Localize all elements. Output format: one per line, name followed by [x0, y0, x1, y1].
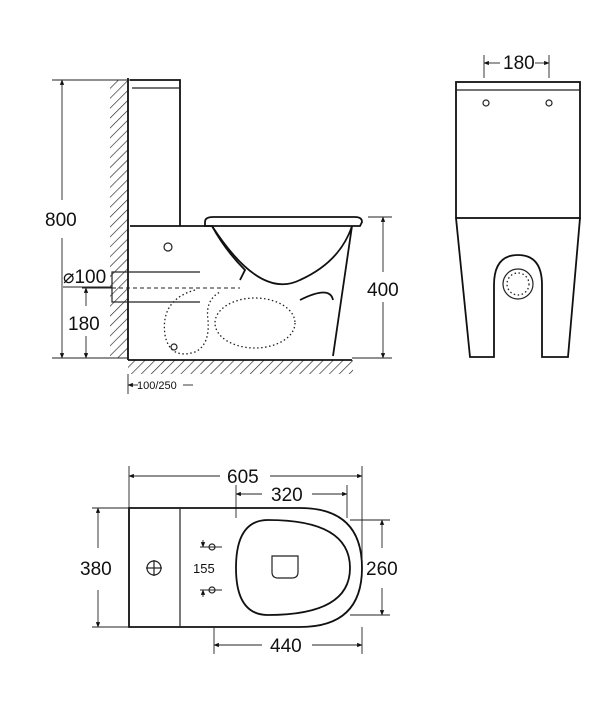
- flush-hole-icon: [163, 242, 173, 252]
- dim-total-length: 605: [227, 467, 259, 488]
- dim-bowl-depth: 320: [271, 485, 303, 506]
- dim-seat-height: 400: [367, 280, 399, 301]
- top-seat: [235, 519, 351, 616]
- top-body-outline: [128, 507, 363, 628]
- mounting-hole-icon-right: [545, 99, 553, 107]
- tank-outline: [130, 79, 181, 226]
- bowl-front: [211, 225, 353, 357]
- floor-bolt-icon: [170, 343, 178, 351]
- dim-pipe-diameter: ⌀100: [63, 267, 106, 288]
- front-outlet-outer: [502, 268, 534, 300]
- front-view: 180: [455, 53, 581, 358]
- floor-hatch: [128, 360, 353, 374]
- mounting-hole-icon: [482, 99, 490, 107]
- seat-hinge-icon: [271, 555, 299, 579]
- seat-lid: [204, 216, 363, 227]
- dim-rough-in: 100/250: [137, 380, 177, 392]
- top-view: 605 320 155 380: [80, 466, 398, 657]
- front-tank: [455, 81, 581, 219]
- dim-pipe-height: 180: [68, 314, 100, 335]
- side-view: 800 ⌀100 180 400 100/250: [45, 78, 399, 394]
- dim-total-width: 380: [80, 559, 112, 580]
- front-pedestal: [455, 217, 581, 358]
- dim-bolt-spacing: 155: [193, 561, 215, 576]
- front-outlet-inner: [506, 272, 530, 296]
- wall-hatch: [110, 80, 128, 358]
- dim-total-height: 800: [45, 210, 77, 231]
- trap-water: [214, 297, 296, 349]
- dim-bowl-length: 440: [270, 636, 302, 657]
- dim-tank-width: 180: [503, 53, 535, 74]
- dim-bowl-width: 260: [366, 559, 398, 580]
- trap-path: [163, 289, 221, 355]
- bowl-lower: [299, 291, 334, 301]
